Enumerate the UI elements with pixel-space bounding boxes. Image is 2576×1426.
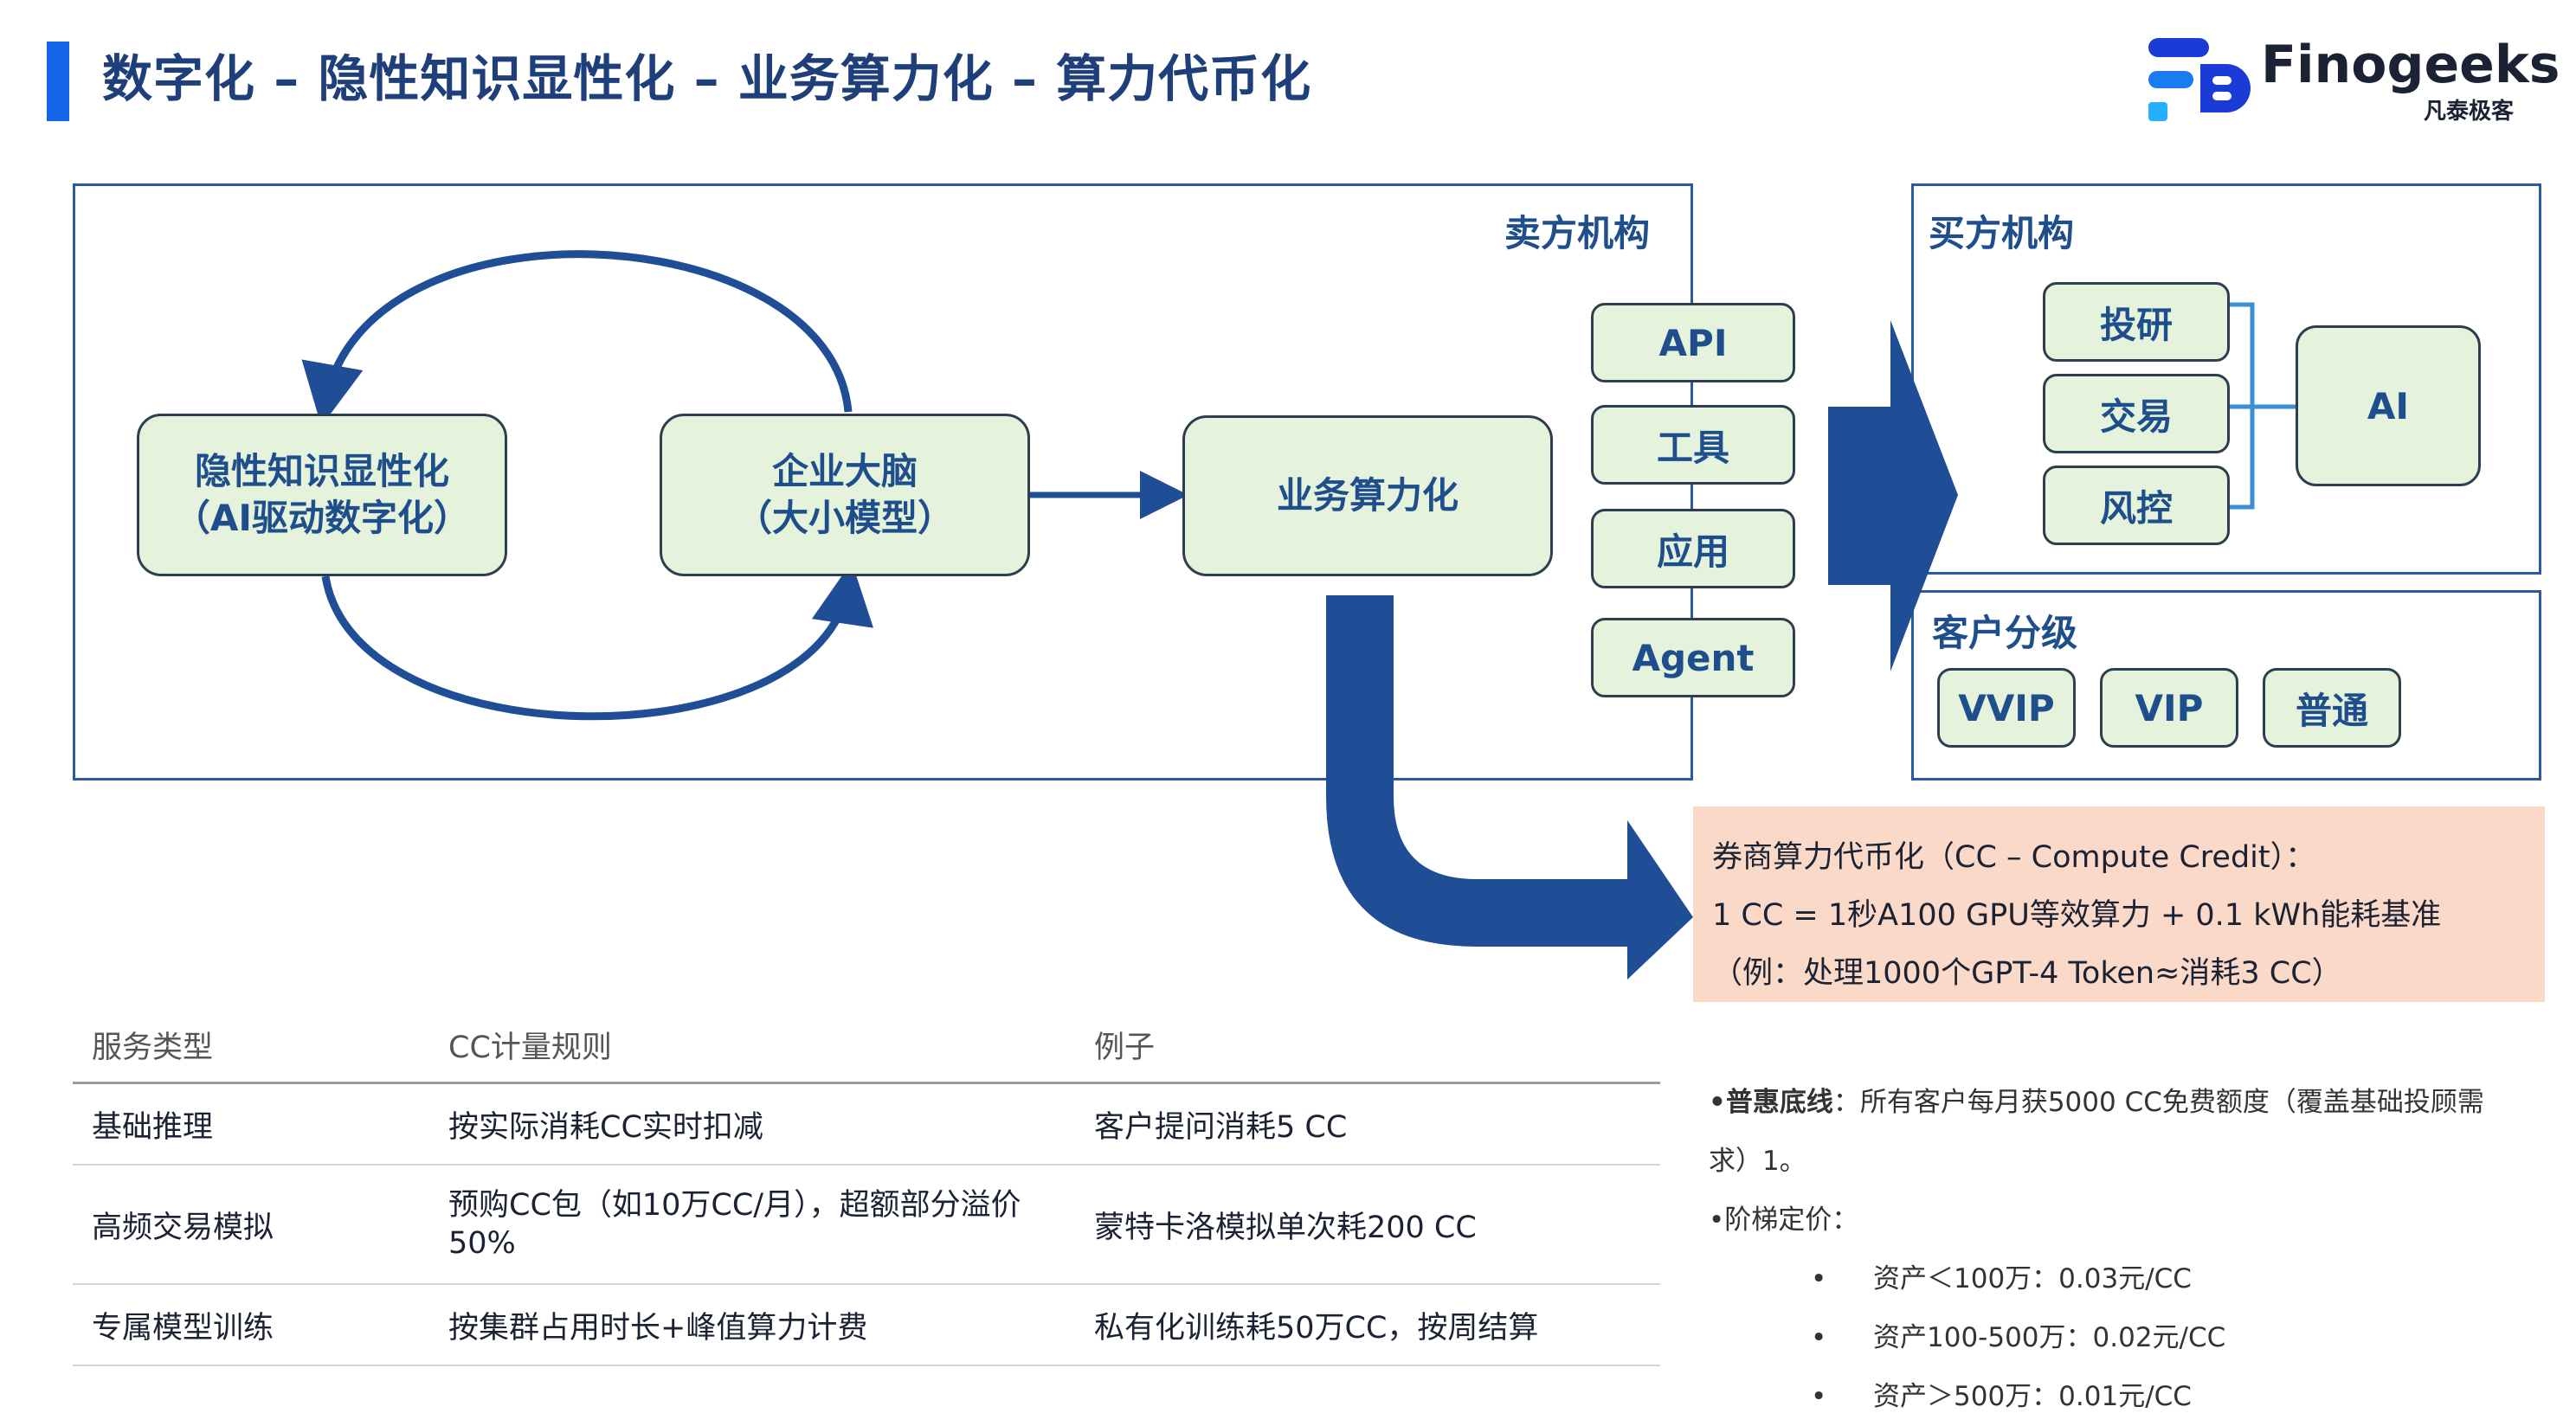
buyer-trading: 交易: [2043, 374, 2230, 453]
buyer-research: 投研: [2043, 282, 2230, 362]
node-business-compute: 业务算力化: [1182, 415, 1553, 576]
table-cell: 预购CC包（如10万CC/月），超额部分溢价50%: [448, 1188, 1021, 1261]
cc-definition-note: 券商算力代币化（CC – Compute Credit）： 1 CC = 1秒A…: [1693, 806, 2545, 1002]
bullet-icon: •: [1811, 1263, 1827, 1294]
seller-label: 卖方机构: [1504, 212, 1651, 254]
table-cell: 客户提问消耗5 CC: [1094, 1109, 1348, 1145]
pricing-notes: •普惠底线：所有客户每月获5000 CC免费额度（覆盖基础投顾需 求）1。 •阶…: [1709, 1073, 2540, 1426]
loop-arrow-top: [301, 250, 853, 427]
table-cell: 按实际消耗CC实时扣减: [448, 1109, 763, 1145]
note-baseline-text: ：所有客户每月获5000 CC免费额度（覆盖基础投顾需: [1832, 1087, 2484, 1118]
table-header: CC计量规则: [448, 1030, 612, 1065]
tier-frame: [1911, 590, 2541, 780]
tier-price-item: • 资产＞500万：0.01元/CC: [1709, 1367, 2540, 1426]
bullet-icon: •: [1811, 1322, 1827, 1353]
tier-price-item: • 资产100-500万：0.02元/CC: [1709, 1308, 2540, 1367]
table-header: 服务类型: [92, 1030, 214, 1065]
bullet-icon: •: [1811, 1381, 1827, 1412]
channel-api: API: [1591, 303, 1795, 382]
cc-note-line2: 1 CC = 1秒A100 GPU等效算力 + 0.1 kWh能耗基准: [1712, 898, 2442, 933]
buyer-risk: 风控: [2043, 466, 2230, 545]
table-cell: 蒙特卡洛模拟单次耗200 CC: [1094, 1210, 1477, 1245]
table-row: 专属模型训练 按集群占用时长+峰值算力计费 私有化训练耗50万CC，按周结算: [73, 1285, 1660, 1366]
table-cell: 按集群占用时长+峰值算力计费: [448, 1310, 868, 1346]
page-title: 数字化 – 隐性知识显性化 – 业务算力化 – 算力代币化: [102, 49, 1312, 108]
title-accent-bar: [47, 42, 69, 121]
finogeeks-logo-icon: [2148, 38, 2251, 121]
table-cell: 基础推理: [92, 1109, 214, 1145]
buyer-label: 买方机构: [1929, 212, 2075, 254]
node-knowledge-explicit: 隐性知识显性化 （AI驱动数字化）: [137, 414, 507, 576]
tier-price-text: 资产＞500万：0.01元/CC: [1873, 1381, 2192, 1412]
channel-apps: 应用: [1591, 509, 1795, 588]
compute-to-cc-arrow: [1326, 595, 1693, 980]
note-baseline-label: •普惠底线: [1709, 1087, 1833, 1118]
logo-text: Finogeeks: [2261, 35, 2560, 95]
node-enterprise-brain: 企业大脑 （大小模型）: [660, 414, 1030, 576]
note-tiered-pricing: •阶梯定价：: [1709, 1204, 1859, 1236]
tier-label: 客户分级: [1932, 612, 2078, 654]
cc-note-line3: （例：处理1000个GPT-4 Token≈消耗3 CC）: [1712, 956, 2342, 991]
tier-price-item: • 资产＜100万：0.03元/CC: [1709, 1249, 2540, 1308]
tier-price-text: 资产＜100万：0.03元/CC: [1873, 1263, 2192, 1294]
table-header: 例子: [1094, 1030, 1156, 1065]
seller-to-buyer-arrow: [1828, 320, 1958, 671]
table-row: 基础推理 按实际消耗CC实时扣减 客户提问消耗5 CC: [73, 1084, 1660, 1166]
buyer-ai: AI: [2296, 325, 2481, 486]
table-header-row: 服务类型 CC计量规则 例子: [73, 1007, 1660, 1084]
loop-arrow-bottom: [321, 562, 873, 721]
logo-subtext: 凡泰极客: [2424, 99, 2515, 125]
tier-regular: 普通: [2263, 668, 2401, 748]
functions-bracket: [2230, 302, 2296, 510]
tier-vip: VIP: [2100, 668, 2238, 748]
channel-tools: 工具: [1591, 405, 1795, 485]
note-baseline-cont: 求）1。: [1709, 1146, 1806, 1177]
table-cell: 专属模型训练: [92, 1310, 274, 1346]
note-baseline: •普惠底线：所有客户每月获5000 CC免费额度（覆盖基础投顾需: [1709, 1073, 2540, 1132]
table-cell: 私有化训练耗50万CC，按周结算: [1094, 1310, 1539, 1346]
tier-vvip: VVIP: [1937, 668, 2076, 748]
cc-note-line1: 券商算力代币化（CC – Compute Credit）：: [1712, 840, 2316, 875]
tier-price-text: 资产100-500万：0.02元/CC: [1873, 1322, 2226, 1353]
table-row: 高频交易模拟 预购CC包（如10万CC/月），超额部分溢价50% 蒙特卡洛模拟单…: [73, 1166, 1660, 1285]
channel-agent: Agent: [1591, 618, 1795, 697]
table-cell: 高频交易模拟: [92, 1210, 274, 1245]
cc-pricing-table: 服务类型 CC计量规则 例子 基础推理 按实际消耗CC实时扣减 客户提问消耗5 …: [73, 1007, 1660, 1366]
